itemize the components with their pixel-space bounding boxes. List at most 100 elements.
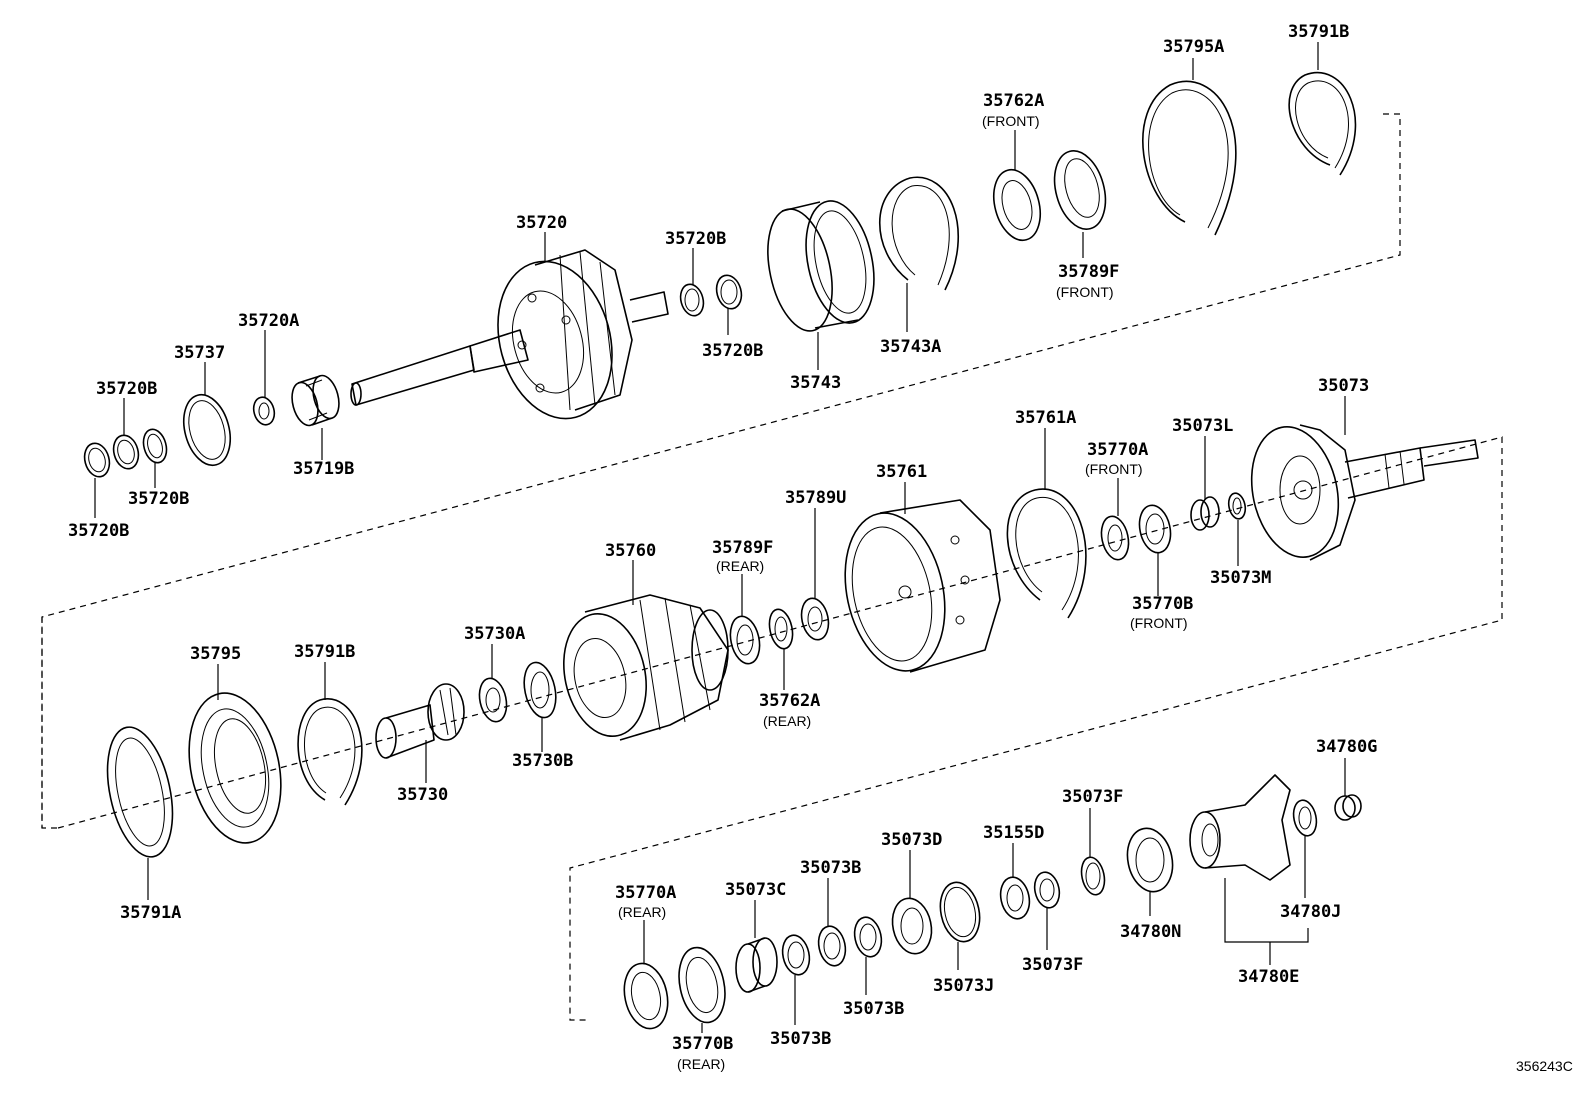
ring-35073B-c[interactable] bbox=[851, 915, 885, 960]
ring-35073F-b[interactable] bbox=[1032, 870, 1063, 910]
label-35073B-b: 35073B bbox=[843, 999, 904, 1019]
assembly-boundaries bbox=[41, 113, 1503, 1021]
label-35073F-a: 35073F bbox=[1062, 787, 1123, 807]
needle-bearing-35073C[interactable] bbox=[735, 937, 778, 993]
ring-35720B-mid-b[interactable] bbox=[713, 272, 745, 311]
label-35770A-rear: 35770A bbox=[615, 883, 676, 903]
label-35791B-mid: 35791B bbox=[294, 642, 355, 662]
snap-ring-35791B-top[interactable] bbox=[1288, 72, 1357, 176]
label-34780J: 34780J bbox=[1280, 902, 1341, 922]
bearing-35770A-front[interactable] bbox=[1098, 514, 1133, 562]
output-shaft-35073[interactable] bbox=[1240, 419, 1479, 566]
label-35720B-a: 35720B bbox=[96, 379, 157, 399]
label-35719B: 35719B bbox=[293, 459, 354, 479]
thrust-plate-35737[interactable] bbox=[176, 390, 237, 471]
snap-ring-35743A[interactable] bbox=[879, 176, 959, 291]
note-rear-1: (REAR) bbox=[716, 558, 764, 574]
label-35720B-c: 35720B bbox=[68, 521, 129, 541]
ring-35073B-b[interactable] bbox=[815, 924, 849, 969]
needle-bearing-35719B[interactable] bbox=[288, 373, 344, 429]
label-35720B-mid: 35720B bbox=[665, 229, 726, 249]
ring-35073M[interactable] bbox=[1226, 492, 1247, 521]
leader-lines bbox=[94, 42, 1346, 1033]
bearing-35770B-front[interactable] bbox=[1135, 502, 1174, 555]
label-35761A: 35761A bbox=[1015, 408, 1076, 428]
output-flange-34780E[interactable] bbox=[1189, 774, 1291, 881]
snap-ring-35761A[interactable] bbox=[1006, 488, 1087, 619]
label-35770A-front: 35770A bbox=[1087, 440, 1148, 460]
label-35761: 35761 bbox=[876, 462, 927, 482]
washer-34780J[interactable] bbox=[1290, 798, 1319, 838]
label-35789F-front: 35789F bbox=[1058, 262, 1119, 282]
washer-35762A-rear[interactable] bbox=[766, 607, 796, 651]
washer-35730A[interactable] bbox=[476, 676, 511, 724]
label-35073J: 35073J bbox=[933, 976, 994, 996]
label-34780G: 34780G bbox=[1316, 737, 1377, 757]
planetary-assembly-35760[interactable] bbox=[553, 594, 729, 744]
bearing-35789U[interactable] bbox=[798, 596, 832, 642]
ring-35720B-b[interactable] bbox=[110, 432, 142, 471]
seal-34780N[interactable] bbox=[1122, 824, 1178, 896]
ring-35073F-a[interactable] bbox=[1078, 855, 1107, 897]
label-35720B-mid2: 35720B bbox=[702, 341, 763, 361]
label-35073D: 35073D bbox=[881, 830, 942, 850]
label-35789U: 35789U bbox=[785, 488, 846, 508]
ring-35073J[interactable] bbox=[935, 879, 985, 946]
label-34780E: 34780E bbox=[1238, 967, 1299, 987]
part-labels: 35795A 35791B 35762A (FRONT) 35720 35720… bbox=[68, 22, 1573, 1074]
note-front-4: (FRONT) bbox=[1130, 615, 1188, 631]
ring-35073B-a[interactable] bbox=[779, 933, 813, 978]
needle-bearing-35073L[interactable] bbox=[1190, 496, 1220, 531]
label-35073: 35073 bbox=[1318, 376, 1369, 396]
bearing-35770A-rear[interactable] bbox=[619, 959, 674, 1032]
bearing-35720A[interactable] bbox=[251, 395, 278, 427]
ring-gear-35743[interactable] bbox=[758, 195, 884, 337]
label-34780N: 34780N bbox=[1120, 922, 1181, 942]
bearing-35073D[interactable] bbox=[888, 895, 937, 958]
note-rear-4: (REAR) bbox=[677, 1056, 725, 1072]
label-35762A-front: 35762A bbox=[983, 91, 1044, 111]
label-35073L: 35073L bbox=[1172, 416, 1233, 436]
nut-34780G[interactable] bbox=[1334, 794, 1362, 821]
sun-gear-shaft-35730[interactable] bbox=[375, 683, 465, 759]
label-35791B-top: 35791B bbox=[1288, 22, 1349, 42]
label-35762A-rear: 35762A bbox=[759, 691, 820, 711]
note-rear-2: (REAR) bbox=[763, 713, 811, 729]
label-35720: 35720 bbox=[516, 213, 567, 233]
gear-plate-35795[interactable] bbox=[176, 685, 294, 852]
label-35743: 35743 bbox=[790, 373, 841, 393]
bearing-35770B-rear[interactable] bbox=[673, 943, 732, 1026]
label-35791A: 35791A bbox=[120, 903, 181, 923]
ring-35720B-a[interactable] bbox=[81, 440, 113, 479]
ring-35720B-c[interactable] bbox=[140, 427, 170, 466]
snap-ring-35795A[interactable] bbox=[1142, 80, 1237, 236]
label-35073C: 35073C bbox=[725, 880, 786, 900]
ring-35720B-mid-a[interactable] bbox=[677, 282, 707, 319]
label-35760: 35760 bbox=[605, 541, 656, 561]
bearing-35789F-front[interactable] bbox=[1046, 145, 1113, 235]
planetary-carrier-35720[interactable] bbox=[350, 248, 669, 431]
note-front-2: (FRONT) bbox=[1056, 284, 1114, 300]
label-35720B-b: 35720B bbox=[128, 489, 189, 509]
label-35795: 35795 bbox=[190, 644, 241, 664]
diagram-reference: 356243C bbox=[1516, 1058, 1573, 1074]
label-35737: 35737 bbox=[174, 343, 225, 363]
label-35743A: 35743A bbox=[880, 337, 941, 357]
bearing-35730B[interactable] bbox=[520, 659, 561, 720]
label-35770B-rear: 35770B bbox=[672, 1034, 733, 1054]
label-35155D: 35155D bbox=[983, 823, 1044, 843]
label-35073M: 35073M bbox=[1210, 568, 1271, 588]
label-35073B-c: 35073B bbox=[770, 1029, 831, 1049]
clutch-drum-35761[interactable] bbox=[831, 499, 1001, 680]
washer-35762A-front[interactable] bbox=[986, 165, 1047, 246]
bearing-35155D[interactable] bbox=[997, 875, 1033, 922]
label-35730A: 35730A bbox=[464, 624, 525, 644]
washer-35791A[interactable] bbox=[97, 721, 183, 863]
label-35770B-front: 35770B bbox=[1132, 594, 1193, 614]
label-35073F-b: 35073F bbox=[1022, 955, 1083, 975]
bearing-35789F-rear[interactable] bbox=[726, 614, 763, 667]
label-35720A: 35720A bbox=[238, 311, 299, 331]
snap-ring-35791B-mid[interactable] bbox=[297, 698, 363, 806]
label-35795A: 35795A bbox=[1163, 37, 1224, 57]
label-35789F-rear: 35789F bbox=[712, 538, 773, 558]
